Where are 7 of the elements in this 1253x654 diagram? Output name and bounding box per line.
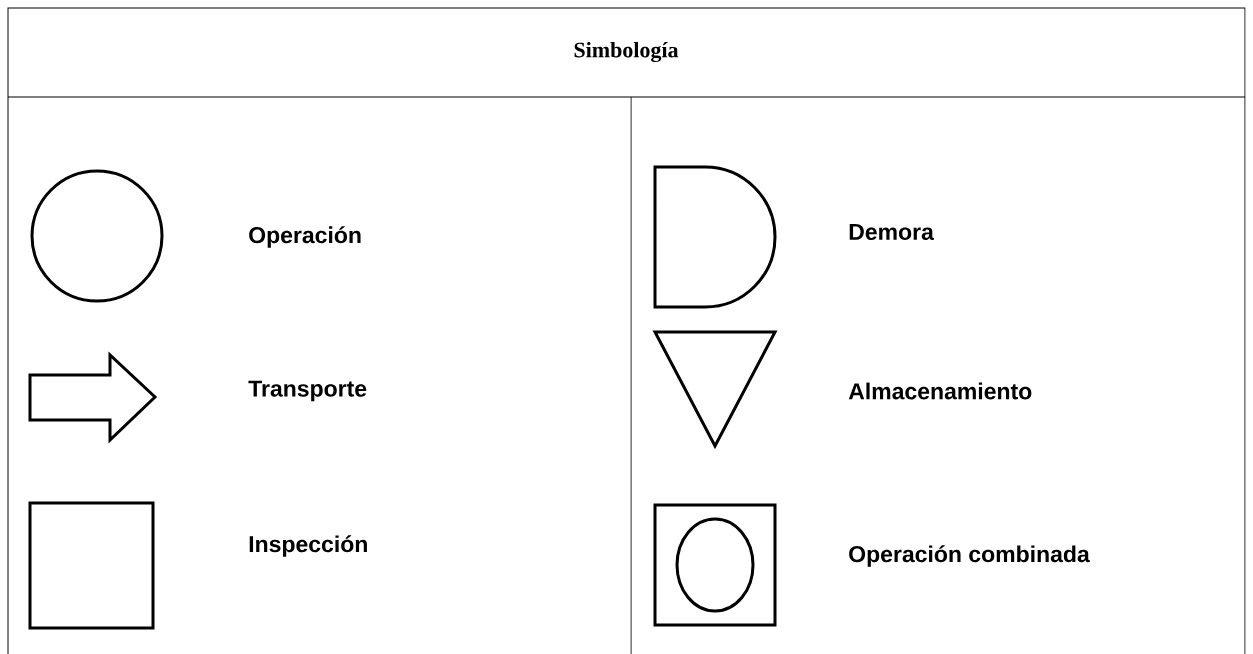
legend-label: Transporte bbox=[248, 380, 367, 402]
legend-label: Operación combinada bbox=[849, 545, 1090, 567]
legend-label: Inspección bbox=[249, 535, 367, 557]
table-title: Simbología bbox=[574, 41, 679, 63]
legend-label: Operación bbox=[249, 226, 361, 248]
legend-label: Demora bbox=[849, 223, 934, 240]
legend-label: Almacenamiento bbox=[848, 382, 1032, 400]
